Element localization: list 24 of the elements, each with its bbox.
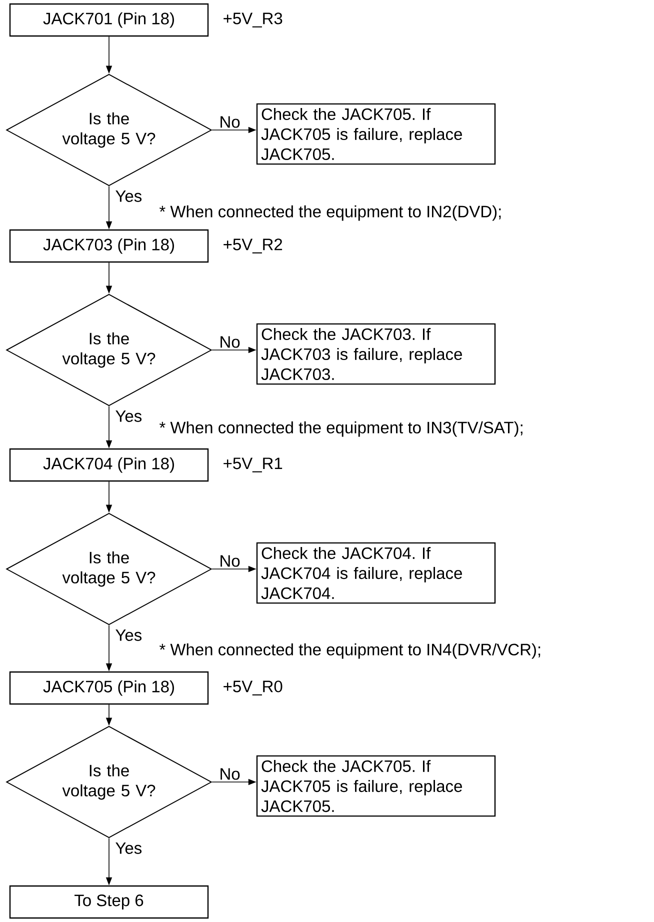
edge-label: Yes xyxy=(114,841,144,855)
action-box: Check the JACK703. If JACK703 is failure, replace JACK703. xyxy=(256,323,496,385)
voltage-label: +5V_R3 xyxy=(224,12,282,28)
process-box: JACK701 (Pin 18) xyxy=(9,3,209,37)
process-box: JACK703 (Pin 18) xyxy=(9,229,209,263)
note: * When connected the equipment to IN3(TV/SAT); xyxy=(159,421,522,437)
edge-label: Yes xyxy=(114,409,144,423)
action-box: Check the JACK705. If JACK705 is failure, replace JACK705. xyxy=(256,755,496,817)
process-box: JACK705 (Pin 18) xyxy=(9,671,209,705)
note: * When connected the equipment to IN2(DVD); xyxy=(159,205,501,221)
edge-label: Yes xyxy=(114,628,144,642)
edge-label: No xyxy=(218,767,242,781)
process-box: JACK704 (Pin 18) xyxy=(9,448,209,482)
edge-label: No xyxy=(218,115,242,129)
voltage-label: +5V_R1 xyxy=(224,458,282,472)
note: * When connected the equipment to IN4(DVR/VCR); xyxy=(159,643,540,659)
edge-label: No xyxy=(218,554,242,568)
edge-label: Yes xyxy=(114,189,144,203)
process-box: To Step 6 xyxy=(9,885,209,919)
action-box: Check the JACK704. If JACK704 is failure, replace JACK704. xyxy=(256,542,496,604)
edge-label: No xyxy=(218,335,242,349)
voltage-label: +5V_R0 xyxy=(224,680,282,696)
voltage-label: +5V_R2 xyxy=(224,238,282,254)
action-box: Check the JACK705. If JACK705 is failure, replace JACK705. xyxy=(256,103,496,165)
